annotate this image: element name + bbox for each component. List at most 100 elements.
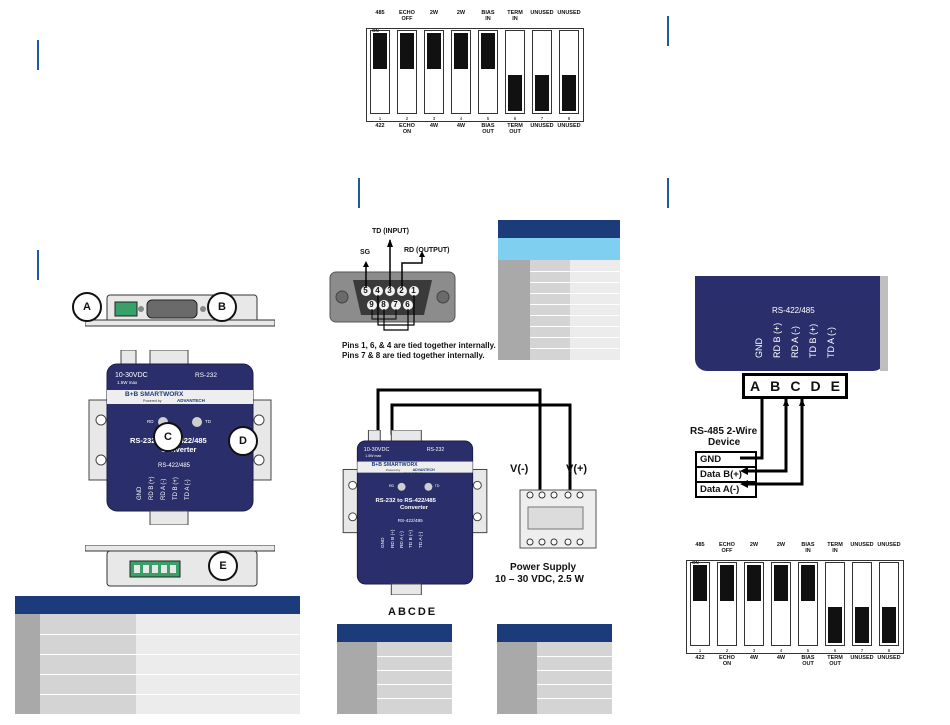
- dip-actuator: [747, 565, 761, 601]
- panel-pin-label: TD B (+): [808, 323, 818, 358]
- dip-top-label: 2W: [456, 10, 466, 16]
- callout-b: B: [207, 292, 237, 322]
- device-side-view-bottom: [84, 544, 276, 590]
- table-row-divider: [530, 282, 620, 283]
- dip-bottom-label: 422: [375, 123, 385, 129]
- dip-switch-6[interactable]: [825, 562, 845, 646]
- led-td-label: TD: [205, 419, 211, 424]
- dip-top-label: 2W: [429, 10, 439, 16]
- pin-label: TD B (+): [409, 530, 415, 549]
- terminal-letter: A: [750, 378, 761, 394]
- rs485-device-row: GND: [697, 453, 755, 468]
- table-row-divider: [377, 684, 452, 685]
- power-supply-title: Power Supply: [510, 562, 577, 573]
- pin-label: TD A (-): [418, 532, 424, 549]
- pin-label: TD B (+): [173, 477, 179, 500]
- dip-switch-6[interactable]: [505, 30, 525, 114]
- accent-bar: [37, 40, 39, 70]
- brand-label: B+B SMARTWORX: [371, 462, 418, 469]
- dip-number: 2: [725, 648, 729, 653]
- accent-bar: [667, 16, 669, 46]
- pin-label: TD A (-): [185, 479, 191, 500]
- dip-top-label: 2W: [749, 542, 759, 548]
- dip-actuator: [508, 75, 522, 111]
- dip-switch-1[interactable]: [690, 562, 710, 646]
- dip-switch-1[interactable]: [370, 30, 390, 114]
- table-col-3: [136, 614, 300, 714]
- dip-actuator: [481, 33, 495, 69]
- dip-number: 2: [405, 116, 409, 121]
- table-col-2: [40, 614, 136, 714]
- callout-table: [15, 596, 300, 714]
- db9-pin: 5: [363, 286, 368, 295]
- dip-bottom-label: UNUSED: [850, 655, 874, 661]
- device-side-view-top: [84, 290, 276, 330]
- table-row-divider: [40, 674, 300, 675]
- brand-label: B+B SMARTWORX: [125, 391, 184, 398]
- dip-top-label: BIAS IN: [481, 10, 495, 22]
- dip-bottom-label: 4W: [749, 655, 759, 661]
- dip-switch-2[interactable]: [397, 30, 417, 114]
- dip-switch-5[interactable]: [478, 30, 498, 114]
- converter-panel-closeup: [695, 276, 885, 371]
- terminal-letters: ABCDE: [388, 606, 438, 618]
- terminal-letter: C: [790, 378, 801, 394]
- dip-number: 8: [567, 116, 571, 121]
- dip-number: 3: [432, 116, 436, 121]
- pin-label: RD B (+): [390, 529, 396, 549]
- pin-label: RD B (+): [149, 476, 155, 500]
- dip-switch-4[interactable]: [771, 562, 791, 646]
- dip-top-label: 485: [695, 542, 705, 548]
- table-row-divider: [530, 293, 620, 294]
- table-row-divider: [377, 670, 452, 671]
- advantech-label: ADVANTECH: [177, 398, 205, 403]
- dip-number: 4: [459, 116, 463, 121]
- pinout-table: [498, 220, 620, 360]
- dip-switch-5[interactable]: [798, 562, 818, 646]
- dip-switch-3[interactable]: [424, 30, 444, 114]
- table-header: [15, 596, 300, 614]
- table-col-shade: [337, 642, 377, 714]
- dip-bottom-label: ECHO ON: [719, 655, 735, 667]
- pin-label: RD A (-): [161, 478, 167, 500]
- dip-switch-7[interactable]: [532, 30, 552, 114]
- accent-bar: [667, 178, 669, 208]
- dip-switch-7[interactable]: [852, 562, 872, 646]
- dip-switch-3[interactable]: [744, 562, 764, 646]
- rs485-device-title1: RS-485 2-Wire: [690, 426, 758, 437]
- db9-pin: 9: [369, 300, 374, 309]
- device-title-2: Converter: [161, 445, 197, 454]
- td-input-label: TD (INPUT): [372, 228, 409, 235]
- table-col-shade: [498, 260, 530, 360]
- power-input-sub: 1.5W max: [117, 380, 138, 385]
- table-row-divider: [40, 634, 300, 635]
- callout-c: C: [153, 422, 183, 452]
- dip-on-label: ON: [372, 28, 379, 33]
- dip-actuator: [427, 33, 441, 69]
- dip-actuator: [454, 33, 468, 69]
- dip-number: 7: [540, 116, 544, 121]
- dip-switch-8[interactable]: [559, 30, 579, 114]
- dip-actuator: [720, 565, 734, 601]
- dip-number: 3: [752, 648, 756, 653]
- rs485-device-row: Data A(-): [700, 484, 740, 495]
- dip-top-label: TERM IN: [507, 10, 523, 22]
- dip-switch-8[interactable]: [879, 562, 899, 646]
- dip-switch-4[interactable]: [451, 30, 471, 114]
- terminal-letter: E: [830, 378, 840, 394]
- device-side-graphic: [84, 294, 276, 327]
- table-col-3: [570, 260, 620, 360]
- dip-bottom-label: BIAS OUT: [481, 123, 495, 135]
- middle-table-right: [497, 624, 612, 714]
- dip-actuator: [882, 607, 896, 643]
- table-col-shade: [497, 642, 537, 714]
- table-row-divider: [537, 698, 612, 699]
- dip-top-label: UNUSED: [530, 10, 554, 16]
- dip-top-label: ECHO OFF: [399, 10, 415, 22]
- dip-switch-2[interactable]: [717, 562, 737, 646]
- db9-pin: 8: [381, 300, 386, 309]
- dip-bottom-label: UNUSED: [530, 123, 554, 129]
